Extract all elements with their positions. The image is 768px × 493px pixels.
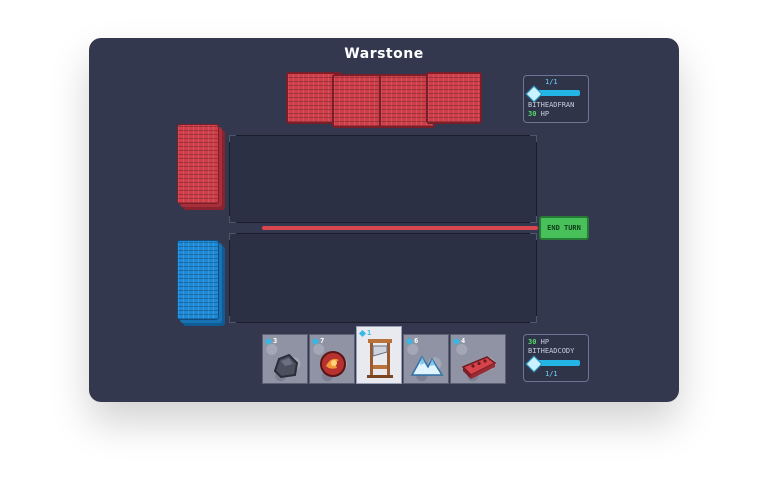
- opponent-board-zone[interactable]: [229, 135, 537, 223]
- player-hp: 30: [528, 338, 537, 346]
- opponent-mana-bar: [532, 90, 580, 96]
- hand-card[interactable]: 6: [403, 334, 449, 384]
- card-cost: 7: [311, 337, 325, 345]
- card-cost: 4: [452, 337, 466, 345]
- opponent-hp: 30: [528, 110, 537, 118]
- hand-card-selected[interactable]: 1: [356, 326, 402, 384]
- turn-timer-bar: [262, 226, 538, 230]
- hand-card[interactable]: 3: [262, 334, 308, 384]
- card-cost-value: 3: [273, 337, 278, 345]
- card-cost: 6: [405, 337, 419, 345]
- player-hp-unit: HP: [540, 338, 550, 346]
- mana-gem-icon: [525, 355, 543, 373]
- opponent-deck: [177, 124, 225, 210]
- opponent-hp-unit: HP: [540, 110, 550, 118]
- opponent-hp-line: 30 HP: [528, 110, 549, 118]
- zone-corner: [530, 316, 537, 323]
- player-name: BITHEADCODY: [528, 347, 575, 355]
- zone-corner: [530, 233, 537, 240]
- player-board-zone[interactable]: [229, 233, 537, 323]
- card-cost-value: 1: [367, 329, 372, 337]
- deck-top-card: [177, 240, 219, 320]
- mana-gem-icon: [525, 85, 543, 103]
- player-hero-panel: 30 HP BITHEADCODY 1/1: [523, 334, 589, 382]
- zone-corner: [229, 233, 236, 240]
- opponent-hand-card: [379, 74, 435, 128]
- card-cost-value: 7: [320, 337, 325, 345]
- boulder-icon: [273, 353, 299, 379]
- card-cost: 3: [264, 337, 278, 345]
- ice-mountain-icon: [410, 355, 444, 376]
- card-cost: 1: [358, 329, 372, 337]
- player-mana-bar: [532, 360, 580, 366]
- game-title: Warstone: [344, 46, 424, 62]
- card-cost-value: 6: [414, 337, 419, 345]
- mana-gem-icon: [264, 337, 273, 345]
- hand-card[interactable]: 7: [309, 334, 355, 384]
- zone-corner: [229, 316, 236, 323]
- fire-orb-icon: [320, 351, 346, 377]
- deck-top-card: [177, 124, 219, 204]
- zone-corner: [229, 216, 236, 223]
- card-cost-value: 4: [461, 337, 466, 345]
- zone-corner: [530, 216, 537, 223]
- mana-gem-icon: [358, 329, 367, 337]
- opponent-hero-panel: 1/1 BITHEADFRAN 30 HP: [523, 75, 589, 123]
- opponent-hand-card: [426, 72, 482, 124]
- mana-gem-icon: [405, 337, 414, 345]
- guillotine-icon: [367, 339, 393, 378]
- hand-card[interactable]: 4: [450, 334, 506, 384]
- player-deck: [177, 240, 225, 326]
- mana-gem-icon: [452, 337, 461, 345]
- zone-corner: [229, 135, 236, 142]
- player-hp-line: 30 HP: [528, 338, 549, 346]
- mana-gem-icon: [311, 337, 320, 345]
- opponent-mana-text: 1/1: [545, 78, 558, 86]
- opponent-hand-card: [332, 74, 388, 128]
- opponent-name: BITHEADFRAN: [528, 101, 575, 109]
- brick-icon: [461, 356, 497, 379]
- end-turn-button[interactable]: END TURN: [539, 216, 589, 240]
- zone-corner: [530, 135, 537, 142]
- player-mana-text: 1/1: [545, 370, 558, 378]
